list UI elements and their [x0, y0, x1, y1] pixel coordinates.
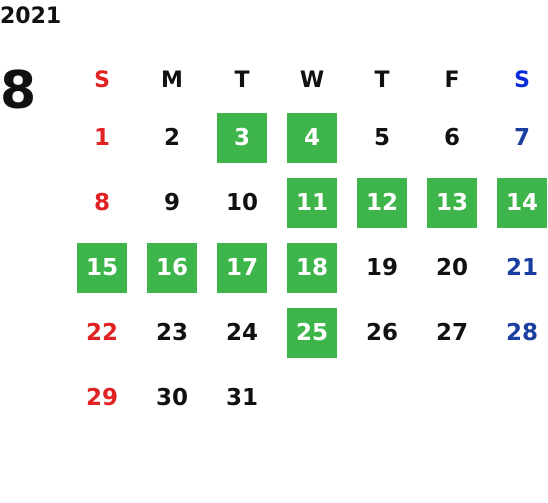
calendar-day-31[interactable]: 31	[225, 384, 258, 411]
weekday-wednesday: W	[299, 67, 325, 93]
calendar-year: 2021	[0, 4, 62, 29]
calendar-day-2[interactable]: 2	[163, 124, 180, 151]
calendar-day-7[interactable]: 7	[513, 124, 530, 151]
calendar-day-26[interactable]: 26	[365, 319, 398, 346]
weekday-tuesday: T	[234, 67, 250, 93]
calendar-day-1[interactable]: 1	[93, 124, 110, 151]
calendar-day-28[interactable]: 28	[505, 319, 538, 346]
calendar-day-15[interactable]: 15	[77, 242, 127, 293]
calendar-day-12[interactable]: 12	[357, 177, 407, 228]
calendar-day-29[interactable]: 29	[85, 384, 118, 411]
calendar-day-22[interactable]: 22	[85, 319, 118, 346]
calendar-day-11[interactable]: 11	[287, 177, 337, 228]
calendar-day-4[interactable]: 4	[287, 112, 337, 163]
calendar-day-5[interactable]: 5	[373, 124, 390, 151]
calendar-day-19[interactable]: 19	[365, 254, 398, 281]
calendar-day-3[interactable]: 3	[217, 112, 267, 163]
calendar-day-13[interactable]: 13	[427, 177, 477, 228]
calendar-day-24[interactable]: 24	[225, 319, 258, 346]
calendar-day-21[interactable]: 21	[505, 254, 538, 281]
calendar-day-30[interactable]: 30	[155, 384, 188, 411]
calendar-day-6[interactable]: 6	[443, 124, 460, 151]
calendar-day-25[interactable]: 25	[287, 307, 337, 358]
calendar-day-9[interactable]: 9	[163, 189, 180, 216]
calendar-day-20[interactable]: 20	[435, 254, 468, 281]
weekday-monday: M	[161, 67, 183, 93]
weekday-thursday: T	[374, 67, 390, 93]
calendar-day-18[interactable]: 18	[287, 242, 337, 293]
calendar-day-10[interactable]: 10	[225, 189, 258, 216]
weekday-saturday: S	[514, 67, 530, 93]
weekday-friday: F	[444, 67, 460, 93]
weekday-sunday: S	[94, 67, 110, 93]
calendar-day-8[interactable]: 8	[93, 189, 110, 216]
calendar-day-17[interactable]: 17	[217, 242, 267, 293]
calendar-month: 8	[0, 61, 37, 121]
calendar-day-23[interactable]: 23	[155, 319, 188, 346]
calendar-day-16[interactable]: 16	[147, 242, 197, 293]
calendar-day-27[interactable]: 27	[435, 319, 468, 346]
calendar-day-14[interactable]: 14	[497, 177, 547, 228]
